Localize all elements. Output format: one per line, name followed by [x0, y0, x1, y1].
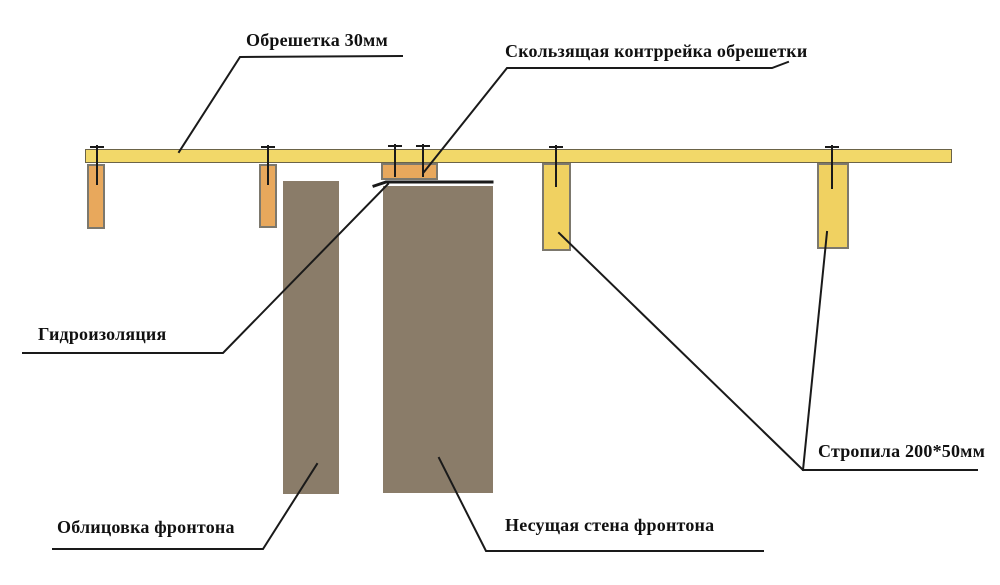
rafter-block-2	[817, 163, 849, 249]
bearing-gable-wall	[383, 186, 493, 493]
label-counter-batten: Скользящая контррейка обрешетки	[505, 41, 808, 61]
label-cladding: Облицовка фронтона	[57, 517, 235, 537]
label-rafters: Стропила 200*50мм	[818, 441, 986, 461]
rafters-leader-line-1	[557, 231, 978, 471]
counter-batten-block-1	[87, 164, 105, 229]
sliding-counter-batten	[381, 163, 438, 180]
rafters-leader-line-2	[801, 230, 829, 472]
gable-cladding-wall	[283, 181, 339, 494]
lathing-board	[85, 149, 952, 163]
rafter-block-1	[542, 163, 571, 251]
lathing-leader-line	[177, 54, 404, 154]
label-bearing-wall: Несущая стена фронтона	[505, 515, 715, 535]
label-waterproofing: Гидроизоляция	[38, 324, 167, 344]
label-lathing: Обрешетка 30мм	[246, 30, 388, 50]
counter-batten-block-2	[259, 164, 277, 228]
